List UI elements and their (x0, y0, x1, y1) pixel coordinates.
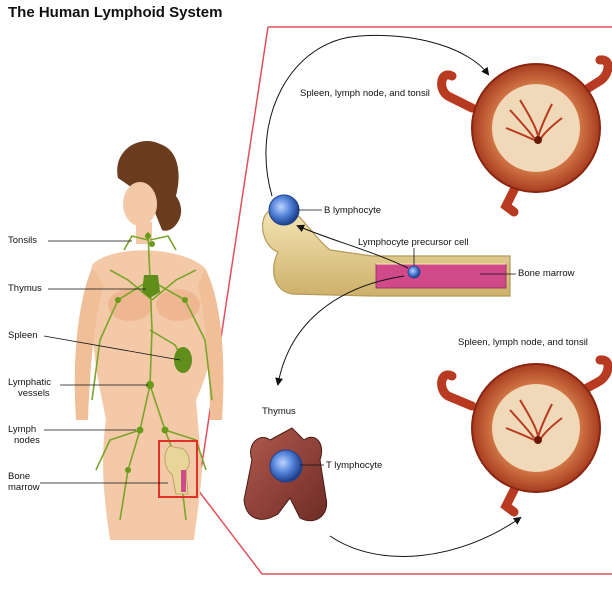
marrow-cavity (375, 263, 507, 289)
bone-marrow-highlight (158, 440, 198, 498)
label-lymph-nodes: Lymph nodes (8, 424, 40, 446)
body-spleen (174, 347, 192, 373)
label-t-lymphocyte: T lymphocyte (326, 460, 383, 471)
label-precursor-cell: Lymphocyte precursor cell (358, 237, 469, 248)
label-lymphatic-vessels: Lymphatic vessels (8, 377, 51, 399)
bone (261, 205, 511, 297)
label-thymus-body: Thymus (8, 283, 42, 294)
panel-leader-lines (298, 209, 516, 466)
body-thymus (142, 275, 160, 298)
flow-arrows (265, 34, 522, 557)
label-spleen: Spleen (8, 330, 38, 341)
page-title: The Human Lymphoid System (8, 4, 223, 21)
organ-bottom (437, 355, 612, 517)
label-thymus-panel: Thymus (262, 406, 296, 417)
label-organs-top: Spleen, lymph node, and tonsil (300, 88, 430, 99)
organ-top (437, 55, 612, 217)
label-bone-marrow-panel: Bone marrow (518, 268, 575, 279)
label-b-lymphocyte: B lymphocyte (324, 205, 382, 216)
b-lymphocyte-cell (268, 194, 300, 226)
human-figure (74, 141, 224, 541)
precursor-cell (407, 265, 421, 279)
t-lymphocyte-cell (269, 449, 303, 483)
body-leader-lines (40, 240, 181, 484)
label-bone-marrow-body: Bone marrow (8, 471, 40, 493)
label-tonsils: Tonsils (8, 235, 38, 246)
label-organs-bottom: Spleen, lymph node, and tonsil (458, 337, 588, 348)
detail-panel-outline (197, 26, 612, 575)
